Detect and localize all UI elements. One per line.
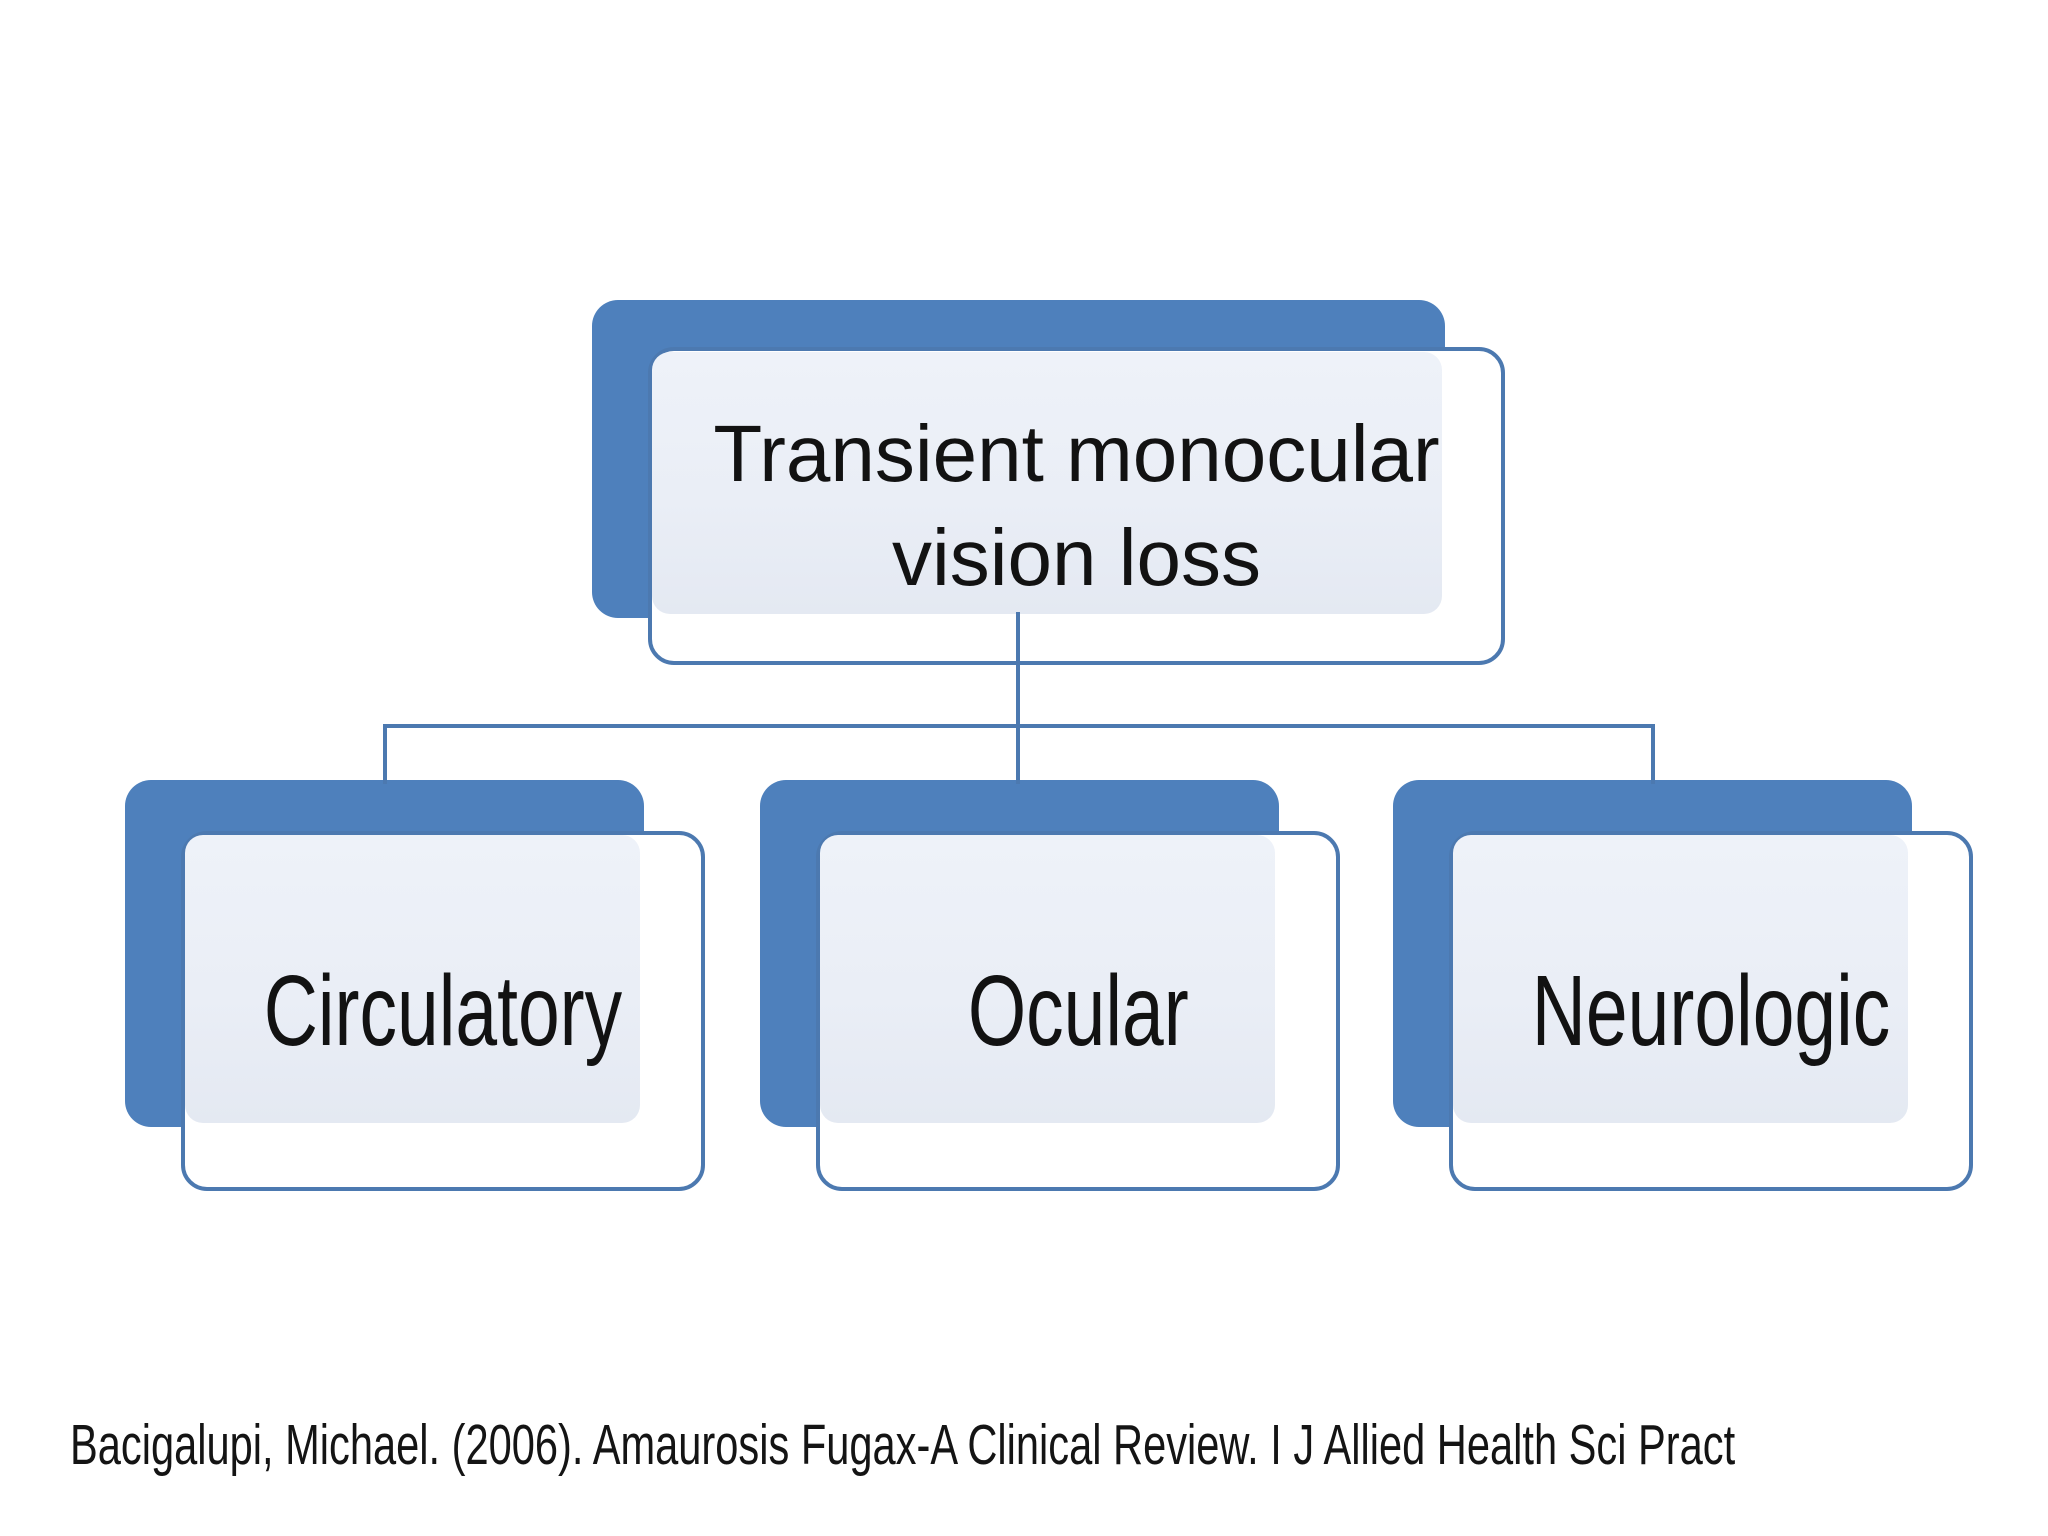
- citation-text: Bacigalupi, Michael. (2006). Amaurosis F…: [70, 1413, 1736, 1477]
- node-label: Neurologic: [1531, 955, 1891, 1067]
- node-label: Transient monocular vision loss: [713, 409, 1440, 602]
- connector-horizontal-bar: [383, 724, 1655, 728]
- hierarchy-node-circulatory: Circulatory: [125, 780, 710, 1195]
- hierarchy-node-ocular: Ocular: [760, 780, 1345, 1195]
- node-label: Ocular: [967, 955, 1189, 1067]
- connector-right-drop: [1651, 724, 1655, 784]
- connector-left-drop: [383, 724, 387, 784]
- connector-root-drop: [1016, 612, 1020, 784]
- node-label: Circulatory: [263, 955, 623, 1067]
- node-fill-panel: [185, 835, 640, 1123]
- node-fill-panel: [652, 352, 1442, 614]
- node-fill-panel: [820, 835, 1275, 1123]
- hierarchy-node-root: Transient monocular vision loss: [592, 300, 1507, 670]
- node-fill-panel: [1453, 835, 1908, 1123]
- hierarchy-node-neurologic: Neurologic: [1393, 780, 1978, 1195]
